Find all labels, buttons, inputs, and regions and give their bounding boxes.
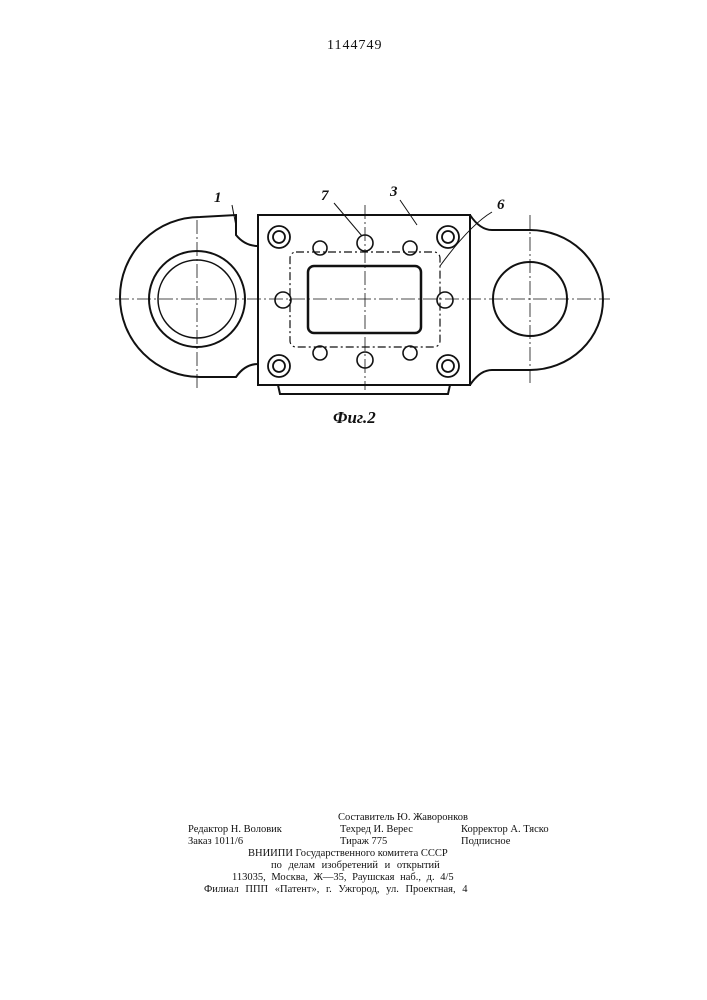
label-part-7: 7 (321, 188, 329, 205)
order-line: Заказ 1011/6 (188, 836, 243, 848)
compiler-line: Составитель Ю. Жаворонков (338, 812, 468, 824)
right-eye-outline (470, 215, 603, 385)
techeditor-line: Техред И. Верес (340, 824, 413, 836)
left-eye-outline (120, 215, 258, 377)
label-part-1: 1 (214, 190, 222, 207)
org-line-1: ВНИИПИ Государственного комитета СССР (248, 848, 448, 860)
bottom-flange (278, 385, 450, 394)
figure-caption: Фиг.2 (333, 408, 376, 428)
subscription-line: Подписное (461, 836, 510, 848)
circulation-line: Тираж 775 (340, 836, 387, 848)
editor-line: Редактор Н. Воловик (188, 824, 282, 836)
address-line: 113035, Москва, Ж—35, Раушская наб., д. … (232, 872, 454, 884)
label-part-6: 6 (497, 197, 505, 214)
inner-window (308, 266, 421, 333)
branch-line: Филиал ППП «Патент», г. Ужгород, ул. Про… (204, 884, 467, 896)
small-holes (275, 235, 453, 368)
org-line-2: по делам изобретений и открытий (271, 860, 440, 872)
label-part-3: 3 (390, 184, 398, 201)
corner-bolts (268, 226, 459, 377)
technical-drawing (0, 0, 707, 440)
corrector-line: Корректор А. Тяско (461, 824, 549, 836)
